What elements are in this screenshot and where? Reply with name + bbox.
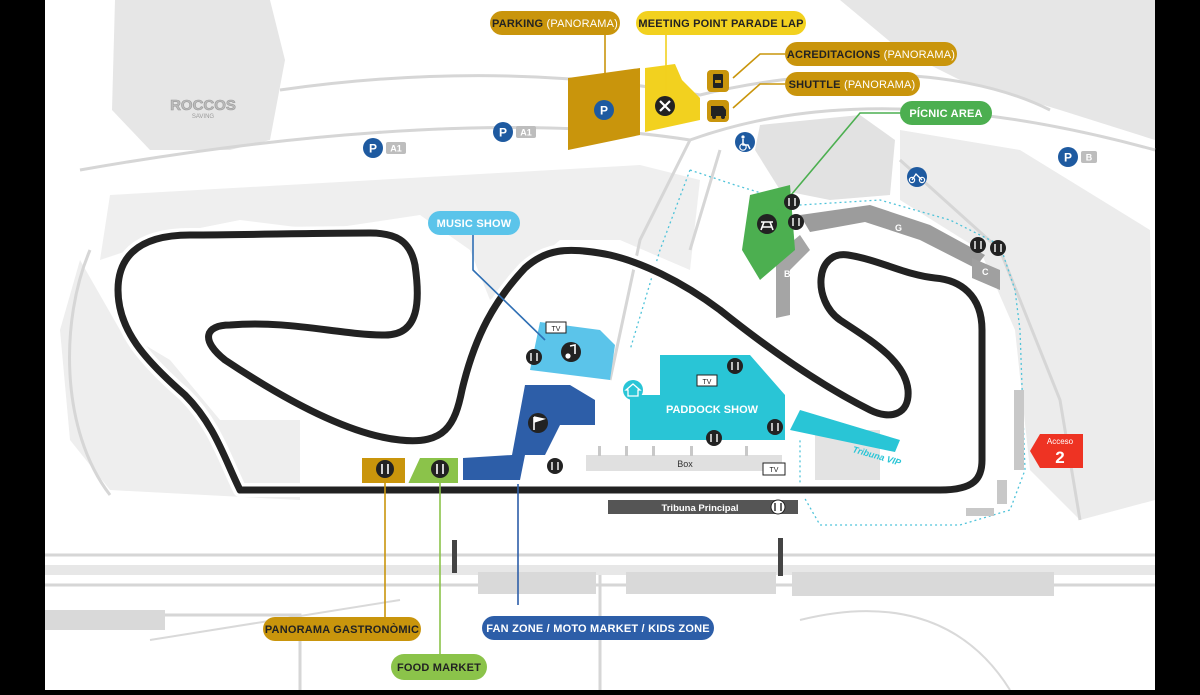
- grandstand-g: [800, 205, 985, 268]
- grandstand-c: [972, 258, 1000, 290]
- food-market-label[interactable]: FOOD MARKET: [391, 654, 487, 680]
- cutlery-icon: [431, 460, 449, 478]
- svg-text:FAN ZONE / MOTO MARKET / KIDS: FAN ZONE / MOTO MARKET / KIDS ZONE: [486, 623, 710, 635]
- pit-box-ticks: [598, 446, 748, 456]
- parking-marker-a1-center[interactable]: P A1: [493, 122, 536, 142]
- grandstand-g-label: G: [895, 223, 902, 233]
- svg-text:SHUTTLE (PANORAMA): SHUTTLE (PANORAMA): [789, 79, 916, 91]
- svg-text:MEETING POINT PARADE LAP: MEETING POINT PARADE LAP: [638, 18, 803, 30]
- terrain-nw: [112, 0, 285, 150]
- meeting-point-zone[interactable]: [645, 64, 700, 132]
- svg-text:A1: A1: [390, 144, 402, 154]
- parking-icon: P: [594, 100, 614, 120]
- toilet-icon: [526, 349, 542, 365]
- svg-text:TV: TV: [770, 467, 779, 474]
- parking-marker-a1-west[interactable]: P A1: [363, 138, 406, 158]
- svg-text:TV: TV: [552, 326, 561, 333]
- svg-text:P: P: [600, 104, 608, 118]
- toilet-icon: [990, 240, 1006, 256]
- toilet-icon: [706, 430, 722, 446]
- pit-box-strip: [586, 455, 782, 471]
- tribuna-principal-bar[interactable]: [608, 500, 798, 514]
- parking-panorama-label[interactable]: PARKING (PANORAMA): [490, 11, 620, 35]
- terrain-east: [900, 130, 1155, 520]
- crossed-tools-icon: [655, 96, 675, 116]
- meeting-point-label[interactable]: MEETING POINT PARADE LAP: [636, 11, 806, 35]
- svg-text:P: P: [369, 142, 377, 156]
- parking-marker-b[interactable]: P B: [1058, 147, 1097, 167]
- grandstand-b-label: B: [784, 269, 791, 279]
- svg-text:P: P: [499, 126, 507, 140]
- gate-east: [778, 538, 783, 576]
- grandstand-corner: [966, 508, 994, 516]
- pedestrian-path: [689, 169, 1026, 526]
- info-house-icon[interactable]: [623, 380, 643, 400]
- lower-platforms: [45, 572, 1054, 630]
- tv-screen-music: TV: [545, 321, 567, 334]
- wheelchair-icon[interactable]: [735, 132, 755, 152]
- toilet-icon: [767, 419, 783, 435]
- road-network: [45, 72, 1156, 690]
- fan-zone-label[interactable]: FAN ZONE / MOTO MARKET / KIDS ZONE: [482, 616, 714, 640]
- toilet-icon: [770, 499, 786, 515]
- gate-west: [452, 540, 457, 573]
- flag-icon: [528, 413, 548, 433]
- svg-text:A1: A1: [520, 128, 532, 138]
- picnic-area-label[interactable]: PÍCNIC AREA: [900, 101, 992, 125]
- shuttle-label[interactable]: SHUTTLE (PANORAMA): [785, 72, 920, 96]
- box-label: Box: [677, 459, 693, 469]
- tribuna-principal-label: Tribuna Principal: [661, 503, 738, 514]
- svg-text:ROCCOS: ROCCOS: [170, 97, 236, 114]
- picnic-table-icon: [757, 214, 777, 234]
- pedestrian-path-inner: [629, 169, 691, 351]
- acreditacions-label[interactable]: ACREDITACIONS (PANORAMA): [785, 42, 957, 66]
- terrain-paddock-north: [755, 115, 895, 200]
- svg-text:P: P: [1064, 151, 1072, 165]
- cutlery-icon: [376, 460, 394, 478]
- terrain-ne: [840, 0, 1155, 140]
- music-note-icon: [561, 342, 581, 362]
- svg-text:ACREDITACIONS (PANORAMA): ACREDITACIONS (PANORAMA): [787, 49, 955, 61]
- toilet-icon: [547, 458, 563, 474]
- svg-text:2: 2: [1055, 448, 1064, 467]
- svg-text:Acceso: Acceso: [1047, 437, 1074, 446]
- svg-text:PANORAMA GASTRONÒMIC: PANORAMA GASTRONÒMIC: [265, 623, 419, 636]
- terrain-inner-north: [100, 165, 700, 300]
- cutlery-icon: [727, 358, 743, 374]
- van-icon[interactable]: [707, 100, 729, 122]
- tv-screen-paddock: TV: [696, 374, 718, 387]
- grandstand-east: [1014, 390, 1024, 470]
- race-track: [114, 229, 986, 494]
- svg-text:B: B: [1086, 153, 1093, 163]
- terrain-west: [60, 260, 300, 500]
- paddock-show-label: PADDOCK SHOW: [666, 404, 759, 416]
- tribuna-vip-bar[interactable]: [790, 410, 900, 452]
- acceso-2-marker[interactable]: Acceso 2: [1030, 434, 1083, 468]
- toilet-icon: [970, 237, 986, 253]
- svg-text:PÍCNIC AREA: PÍCNIC AREA: [909, 107, 982, 120]
- grandstand-east-small: [997, 480, 1007, 504]
- music-show-label[interactable]: MUSIC SHOW: [428, 211, 520, 235]
- fan-zone[interactable]: [463, 385, 595, 480]
- motorbike-icon: [907, 167, 927, 187]
- svg-text:FOOD MARKET: FOOD MARKET: [397, 662, 481, 674]
- badge-icon[interactable]: [707, 70, 729, 92]
- svg-text:SAVING: SAVING: [192, 114, 215, 120]
- paddock-show-zone[interactable]: [630, 355, 785, 440]
- svg-text:MUSIC SHOW: MUSIC SHOW: [437, 218, 512, 230]
- cutlery-icon: [784, 194, 800, 210]
- leader-lines: [384, 35, 902, 656]
- panorama-gastronomic-label[interactable]: PANORAMA GASTRONÒMIC: [263, 617, 421, 641]
- tv-screen-box: TV: [762, 462, 786, 476]
- toilet-icon: [788, 214, 804, 230]
- grandstand-c-label: C: [982, 267, 989, 277]
- svg-text:PARKING (PANORAMA): PARKING (PANORAMA): [492, 18, 618, 30]
- roccos-logo: ROCCOS SAVING: [170, 97, 236, 120]
- svg-text:TV: TV: [703, 379, 712, 386]
